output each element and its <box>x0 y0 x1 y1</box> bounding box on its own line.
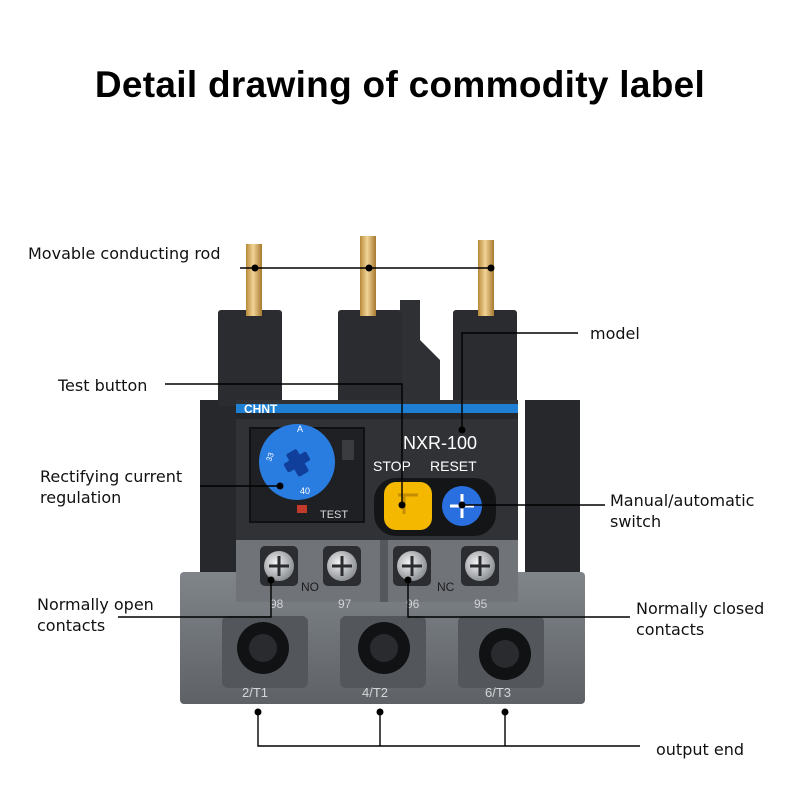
aux-screw-95 <box>461 546 499 586</box>
movable-conducting-rods <box>246 236 494 316</box>
terminal-98-label: 98 <box>270 597 284 611</box>
aux-screw-97 <box>323 546 361 586</box>
callout-switch-line-1: Manual/automatic <box>610 491 755 510</box>
callout-normally-closed-contacts: Normally closed contacts <box>636 598 764 640</box>
aux-screw-98 <box>260 546 298 586</box>
callout-rectifying-line-1: Rectifying current <box>40 467 183 486</box>
dial-mark-1: 33 <box>264 451 276 463</box>
conducting-rod-3 <box>478 240 494 316</box>
relay-front-panel: CHNT A 33 40 TEST NXR-100 STOP RESET <box>236 400 518 540</box>
leader-normally-closed <box>407 580 630 618</box>
callout-no-line-1: Normally open <box>37 595 154 614</box>
callout-manual-automatic-switch: Manual/automatic switch <box>610 490 754 532</box>
callout-nc-line-1: Normally closed <box>636 599 765 618</box>
rod-insulator-blocks <box>218 310 517 406</box>
output-label-t2: 4/T2 <box>362 685 388 700</box>
dial-mark-2: 40 <box>300 486 310 496</box>
callout-test-button: Test button <box>58 376 148 395</box>
callout-no-line-2: contacts <box>37 616 106 635</box>
brand-logo: CHNT <box>244 402 278 416</box>
reset-label: RESET <box>430 458 477 474</box>
aux-screw-96 <box>393 546 431 586</box>
leader-test-button <box>165 383 403 505</box>
stop-label: STOP <box>373 458 411 474</box>
leader-lines <box>118 264 640 747</box>
callout-switch-line-2: switch <box>610 512 662 531</box>
callout-normally-open-contacts: Normally open contacts <box>37 594 154 636</box>
dial-unit: A <box>297 424 303 434</box>
leader-model <box>461 332 578 430</box>
test-button[interactable] <box>384 482 432 530</box>
callout-rectifying-current: Rectifying current regulation <box>40 466 182 508</box>
callout-movable-conducting-rod: Movable conducting rod <box>28 244 221 263</box>
terminal-96-label: 96 <box>406 597 420 611</box>
callout-model: model <box>590 324 640 343</box>
terminal-97-label: 97 <box>338 597 352 611</box>
callout-rectifying-line-2: regulation <box>40 488 122 507</box>
test-label: TEST <box>320 509 348 521</box>
callout-output-end: output end <box>656 740 744 759</box>
diagram-title: Detail drawing of commodity label <box>94 64 706 105</box>
no-group-label: NO <box>301 580 319 594</box>
conducting-rod-1 <box>246 244 262 316</box>
blue-stripe <box>236 404 518 413</box>
terminal-95-label: 95 <box>474 597 488 611</box>
conducting-rod-2 <box>360 236 376 316</box>
leader-normally-open <box>118 580 272 618</box>
leader-output-end <box>257 712 640 747</box>
output-label-t1: 2/T1 <box>242 685 268 700</box>
model-label: NXR-100 <box>403 433 477 453</box>
callout-nc-line-2: contacts <box>636 620 705 639</box>
output-terminals: 2/T1 4/T2 6/T3 <box>222 616 544 700</box>
trip-indicator <box>297 505 307 513</box>
dial-pointer-icon <box>283 449 311 477</box>
nc-group-label: NC <box>437 580 455 594</box>
output-label-t3: 6/T3 <box>485 685 511 700</box>
